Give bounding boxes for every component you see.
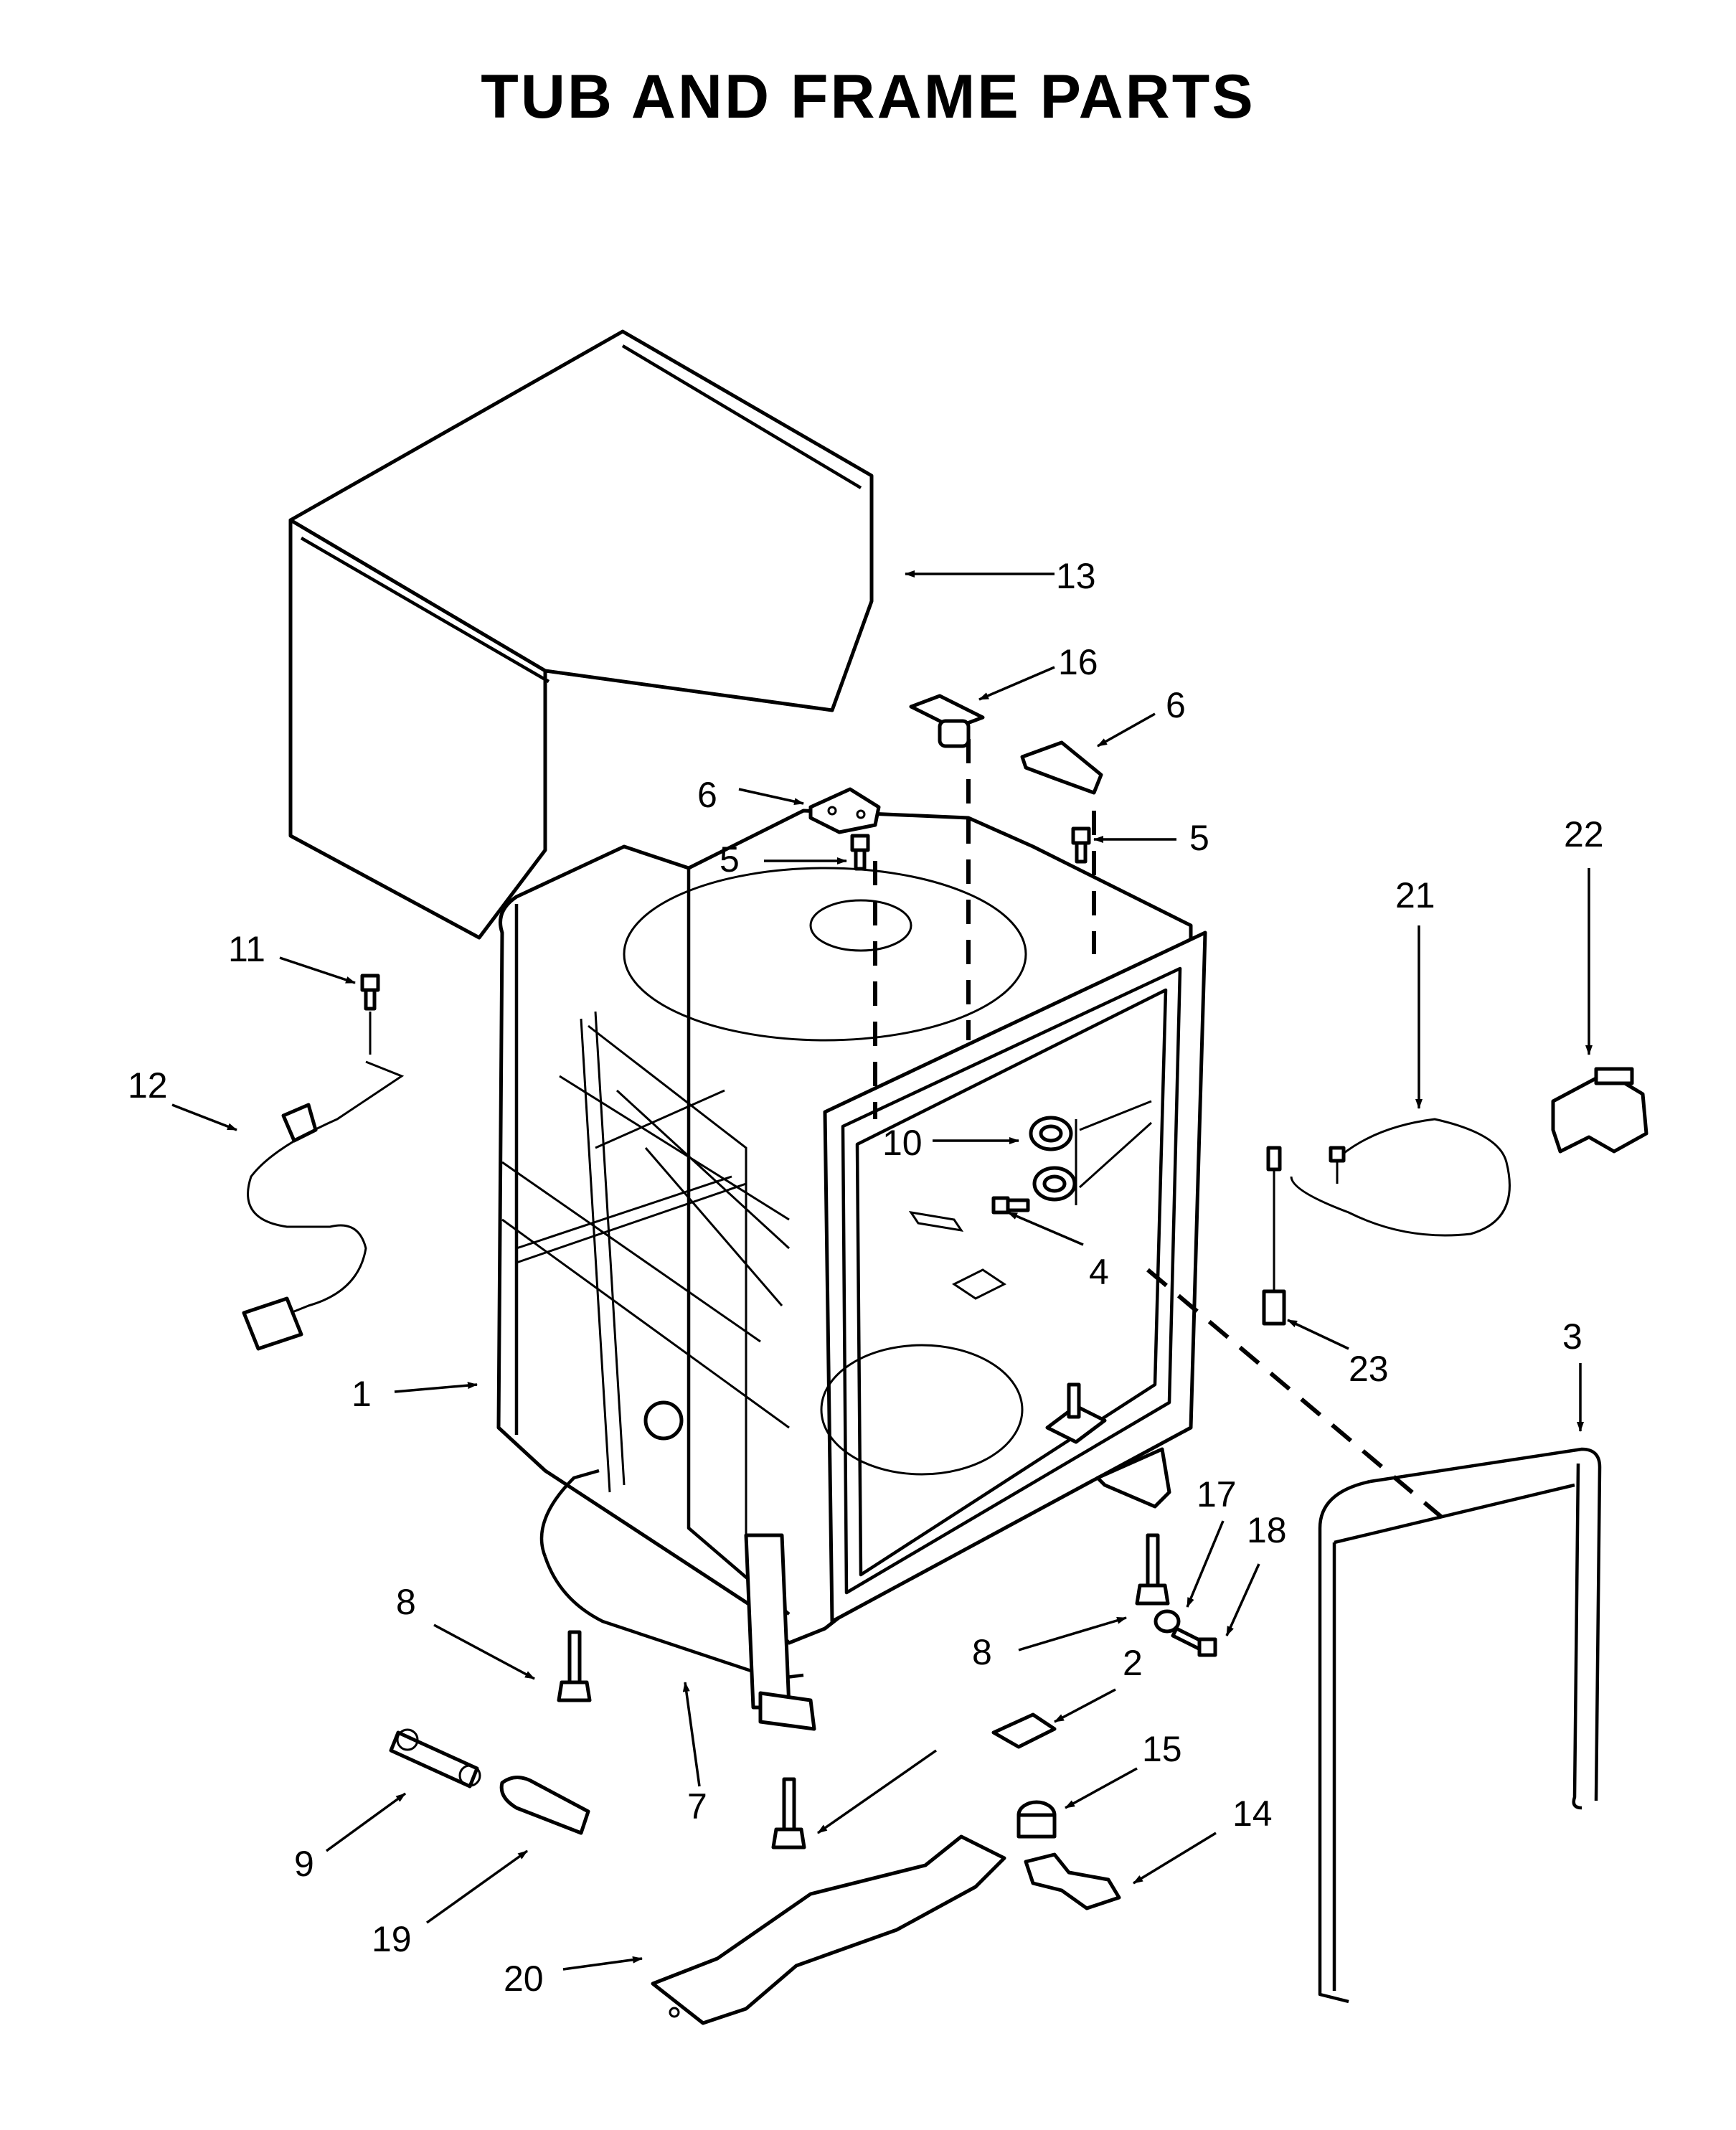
spring-9 <box>389 1728 481 1789</box>
screw-right <box>1071 826 1091 864</box>
tub-assembly-part <box>496 809 1207 1645</box>
clip-2 <box>991 1712 1057 1749</box>
callout-1: 1 <box>352 1374 372 1414</box>
hinge-arm-14 <box>1024 1852 1121 1910</box>
strike-part-16 <box>909 694 985 748</box>
page-title: TUB AND FRAME PARTS <box>481 62 1255 131</box>
rack-support-lattice <box>516 1011 791 1493</box>
assembly-guide-lines <box>873 739 1443 1519</box>
callout-5-left: 5 <box>720 839 740 880</box>
callout-15: 15 <box>1142 1729 1182 1769</box>
callout-11: 11 <box>228 929 265 969</box>
callout-6-right: 6 <box>1166 685 1186 725</box>
leveling-leg-right <box>1135 1533 1170 1606</box>
power-cord-12 <box>242 1060 405 1351</box>
hinge-bracket-left <box>808 787 881 834</box>
callout-23: 23 <box>1349 1349 1389 1389</box>
base-panel-20 <box>651 1834 1006 2025</box>
door-gasket-3 <box>1318 1447 1602 2004</box>
callout-9: 9 <box>294 1844 314 1884</box>
callout-leader-lines <box>171 570 1593 1971</box>
wire-harness-21 <box>1290 1118 1511 1237</box>
callout-13: 13 <box>1056 556 1096 596</box>
callout-17: 17 <box>1197 1474 1237 1514</box>
callout-6-left: 6 <box>697 775 717 815</box>
door-spring-frame-7 <box>539 1469 816 1731</box>
callout-2: 2 <box>1123 1643 1143 1683</box>
callout-16: 16 <box>1058 642 1098 682</box>
callout-20: 20 <box>504 1959 544 1999</box>
screw-4 <box>991 1196 1030 1215</box>
leveling-leg-left <box>557 1630 592 1702</box>
leveling-leg-center <box>771 1777 806 1849</box>
callout-8-right: 8 <box>972 1632 992 1672</box>
callout-labels: 13 16 6 6 5 5 22 21 11 12 10 4 3 23 1 17… <box>128 556 1604 1999</box>
callout-10: 10 <box>882 1123 923 1163</box>
callout-22: 22 <box>1564 814 1604 854</box>
callout-8-left: 8 <box>396 1582 416 1622</box>
callout-14: 14 <box>1232 1794 1273 1834</box>
callout-21: 21 <box>1395 875 1435 915</box>
callout-7: 7 <box>687 1786 707 1827</box>
bracket-22 <box>1551 1067 1648 1154</box>
callout-3: 3 <box>1562 1316 1582 1357</box>
hinge-bracket-right <box>1020 740 1103 795</box>
callout-5-right: 5 <box>1189 818 1209 858</box>
bolt-18 <box>1171 1626 1217 1657</box>
insulation-blanket-part <box>288 329 874 940</box>
nut-17 <box>1154 1609 1181 1634</box>
screw-left <box>850 834 870 871</box>
callout-19: 19 <box>372 1919 412 1959</box>
ground-screw-11 <box>360 974 380 1055</box>
callout-4: 4 <box>1089 1252 1109 1292</box>
callout-18: 18 <box>1247 1510 1287 1550</box>
pad-19 <box>499 1776 590 1835</box>
vent-parts-10 <box>1029 1100 1153 1205</box>
sensor-23 <box>1262 1146 1286 1326</box>
hinge-part-15 <box>1016 1800 1057 1839</box>
callout-12: 12 <box>128 1065 168 1106</box>
